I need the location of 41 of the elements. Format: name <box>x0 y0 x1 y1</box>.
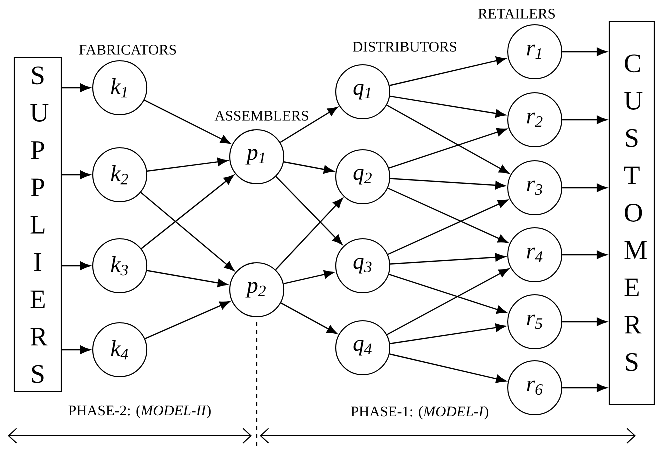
arrow <box>390 96 506 118</box>
arrow <box>562 48 608 56</box>
arrow <box>390 178 506 190</box>
arrow <box>141 175 234 250</box>
arrow <box>62 84 91 92</box>
group-label: PHASE-1: (MODEL-I) <box>351 406 488 420</box>
arrow <box>62 262 91 270</box>
arrow <box>147 270 228 288</box>
arrow <box>147 158 228 172</box>
arrow <box>562 116 608 124</box>
arrow <box>389 274 508 314</box>
arrow <box>386 268 510 336</box>
arrow <box>562 318 608 326</box>
arrow <box>276 176 343 246</box>
arrow <box>144 100 231 144</box>
arrow <box>390 253 506 265</box>
arrow <box>562 384 608 392</box>
group-label: DISTRIBUTORS <box>353 42 456 52</box>
arrow <box>280 302 338 334</box>
arrow <box>144 301 230 340</box>
group-label: ASSEMBLERS <box>214 111 308 121</box>
arrow <box>562 250 608 260</box>
vertical-box: S U P P L I E R S <box>14 57 62 393</box>
arrow <box>388 128 508 169</box>
arrow <box>390 56 506 86</box>
arrow <box>390 324 506 344</box>
arrow <box>275 198 344 270</box>
arrow <box>62 346 91 354</box>
group-label: PHASE-2: (MODEL-II) <box>68 405 211 419</box>
arrow <box>388 200 508 256</box>
arrow <box>62 170 91 180</box>
group-label: FABRICATORS <box>79 45 176 55</box>
arrow <box>284 270 334 284</box>
arrow <box>562 184 608 192</box>
arrow <box>140 192 235 272</box>
arrow <box>390 354 506 384</box>
arrow <box>388 188 508 244</box>
vertical-box: C U S T O M E R S <box>608 20 656 406</box>
arrow <box>386 104 510 174</box>
arrow <box>280 107 338 144</box>
arrow <box>284 162 334 174</box>
